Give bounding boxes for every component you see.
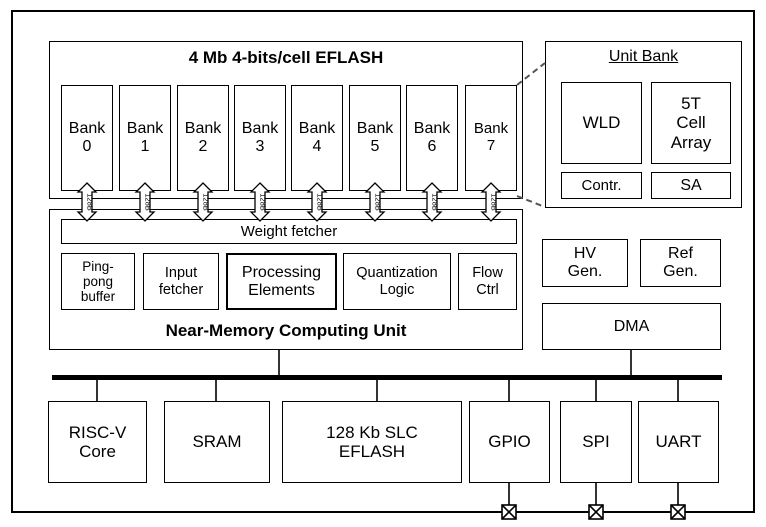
uart-pad xyxy=(670,504,686,520)
eflash-title: 4 Mb 4-bits/cell EFLASH xyxy=(188,48,384,67)
weight-fetcher: Weight fetcher xyxy=(61,219,517,244)
bus-arrow-0 xyxy=(76,182,98,222)
bank-5: Bank 5 xyxy=(349,85,401,191)
sram: SRAM xyxy=(164,401,270,483)
dma: DMA xyxy=(542,303,721,350)
bus-arrow-6 xyxy=(421,182,443,222)
hv-gen: HV Gen. xyxy=(542,239,628,287)
slc-eflash: 128 Kb SLC EFLASH xyxy=(282,401,462,483)
controller-block: Contr. xyxy=(561,172,642,199)
bank-4: Bank 4 xyxy=(291,85,343,191)
gpio-pad xyxy=(501,504,517,520)
flow-ctrl: Flow Ctrl xyxy=(458,253,517,310)
bus-arrow-label-2: 128B xyxy=(202,193,211,211)
bus-arrow-3 xyxy=(249,182,271,222)
ref-gen: Ref Gen. xyxy=(640,239,721,287)
processing-elements: Processing Elements xyxy=(226,253,337,310)
gpio: GPIO xyxy=(469,401,550,483)
bank-7: Bank 7 xyxy=(465,85,517,191)
bus-arrow-5 xyxy=(364,182,386,222)
spi-pad xyxy=(588,504,604,520)
bus-arrow-2 xyxy=(192,182,214,222)
bank-6: Bank 6 xyxy=(406,85,458,191)
ping-pong-buffer: Ping- pong buffer xyxy=(61,253,135,310)
spi: SPI xyxy=(560,401,632,483)
bus-arrow-4 xyxy=(306,182,328,222)
bus-arrow-label-6: 128B xyxy=(431,193,440,211)
risc-v-core: RISC-V Core xyxy=(48,401,147,483)
uart: UART xyxy=(638,401,719,483)
bus-arrow-label-0: 128B xyxy=(86,193,95,211)
bus-arrow-1 xyxy=(134,182,156,222)
bank-1: Bank 1 xyxy=(119,85,171,191)
system-bus xyxy=(52,375,722,380)
bank-0: Bank 0 xyxy=(61,85,113,191)
input-fetcher: Input fetcher xyxy=(143,253,219,310)
callout-line-bottom xyxy=(516,195,546,208)
bus-arrow-label-7: 128B xyxy=(490,193,499,211)
bus-arrow-label-4: 128B xyxy=(316,193,325,211)
sense-amp-block: SA xyxy=(651,172,731,199)
quantization-logic: Quantization Logic xyxy=(343,253,451,310)
unit-bank-title: Unit Bank xyxy=(608,48,679,65)
bus-arrow-label-5: 128B xyxy=(374,193,383,211)
bank-bus-arrows: 128B 128B 128B 128B 128B 128B 128B 128B xyxy=(76,182,502,222)
bank-2: Bank 2 xyxy=(177,85,229,191)
bus-arrow-7 xyxy=(480,182,502,222)
bank-3: Bank 3 xyxy=(234,85,286,191)
bus-arrow-label-1: 128B xyxy=(144,193,153,211)
nmcu-title: Near-Memory Computing Unit xyxy=(165,321,407,340)
wld-block: WLD xyxy=(561,82,642,164)
cell-array-block: 5T Cell Array xyxy=(651,82,731,164)
bus-arrow-label-3: 128B xyxy=(259,193,268,211)
callout-line-top xyxy=(516,62,546,86)
